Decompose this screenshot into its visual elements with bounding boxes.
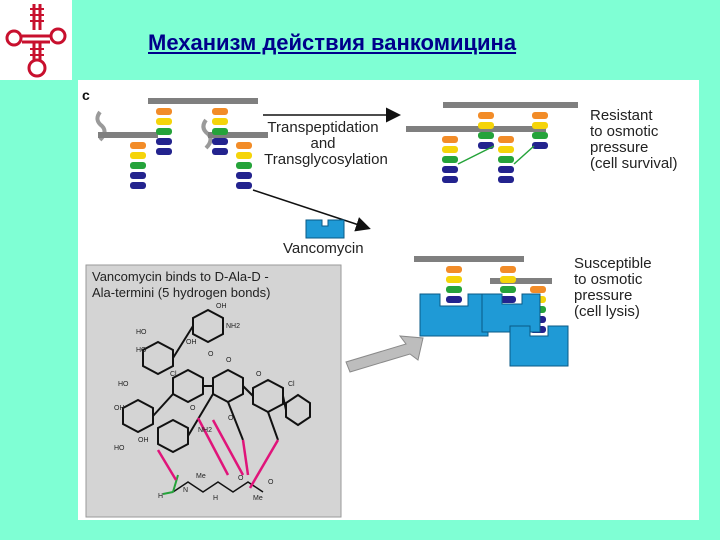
susceptible-line-3: pressure xyxy=(574,287,632,304)
vancomycin-bound-units xyxy=(414,256,569,367)
chem-label: HO xyxy=(114,445,125,452)
chem-label: HO xyxy=(136,329,147,336)
chem-label: O xyxy=(190,405,196,412)
precursor-units xyxy=(95,98,268,189)
chem-label: O xyxy=(256,371,262,378)
rna-logo xyxy=(0,0,72,80)
susceptible-line-1: Susceptible xyxy=(574,255,652,272)
chem-label: O xyxy=(268,479,274,486)
arrow-label-line-2: and xyxy=(310,135,335,152)
binding-arrow xyxy=(345,335,424,373)
resistant-line-4: (cell survival) xyxy=(590,155,678,172)
chemistry-box: Vancomycin binds to D-Ala-D - Ala-termin… xyxy=(85,264,342,518)
chem-label: O xyxy=(238,475,244,482)
box-caption-line-2: Ala-termini (5 hydrogen bonds) xyxy=(92,285,270,300)
vancomycin-label: Vancomycin xyxy=(283,240,364,257)
arrow-label-line-1: Transpeptidation xyxy=(267,119,378,136)
chem-label: OH xyxy=(114,405,125,412)
vancomycin-symbol xyxy=(305,219,345,239)
chem-label: Cl xyxy=(170,371,177,378)
chem-label: Cl xyxy=(288,381,295,388)
chem-label: N xyxy=(183,487,188,494)
susceptible-line-4: (cell lysis) xyxy=(574,303,640,320)
chem-label: HO xyxy=(118,381,129,388)
chem-label: OH xyxy=(216,303,227,310)
chem-label: O xyxy=(226,357,232,364)
slide-title: Механизм действия ванкомицина xyxy=(148,30,517,55)
resistant-line-3: pressure xyxy=(590,139,648,156)
resistant-line-2: to osmotic xyxy=(590,123,659,140)
arrow-label-line-3: Transglycosylation xyxy=(264,151,388,168)
chem-label: Me xyxy=(196,473,206,480)
susceptible-line-2: to osmotic xyxy=(574,271,643,288)
chem-label: Me xyxy=(253,495,263,502)
chem-label: NH2 xyxy=(226,323,240,330)
chem-label: H xyxy=(213,495,218,502)
box-caption-line-1: Vancomycin binds to D-Ala-D - xyxy=(92,269,269,284)
vancomycin-mechanism-figure: c Transpeptidation and Transglycosylatio… xyxy=(78,80,699,520)
chem-label: OH xyxy=(186,339,197,346)
crosslinked-wall xyxy=(406,102,578,183)
resistant-line-1: Resistant xyxy=(590,107,653,124)
chem-label: HO xyxy=(136,347,147,354)
chem-label: H xyxy=(158,493,163,500)
panel-letter: c xyxy=(82,87,90,103)
chem-label: O xyxy=(228,415,234,422)
chem-label: NH2 xyxy=(198,427,212,434)
chem-label: OH xyxy=(138,437,149,444)
chem-label: O xyxy=(208,351,214,358)
